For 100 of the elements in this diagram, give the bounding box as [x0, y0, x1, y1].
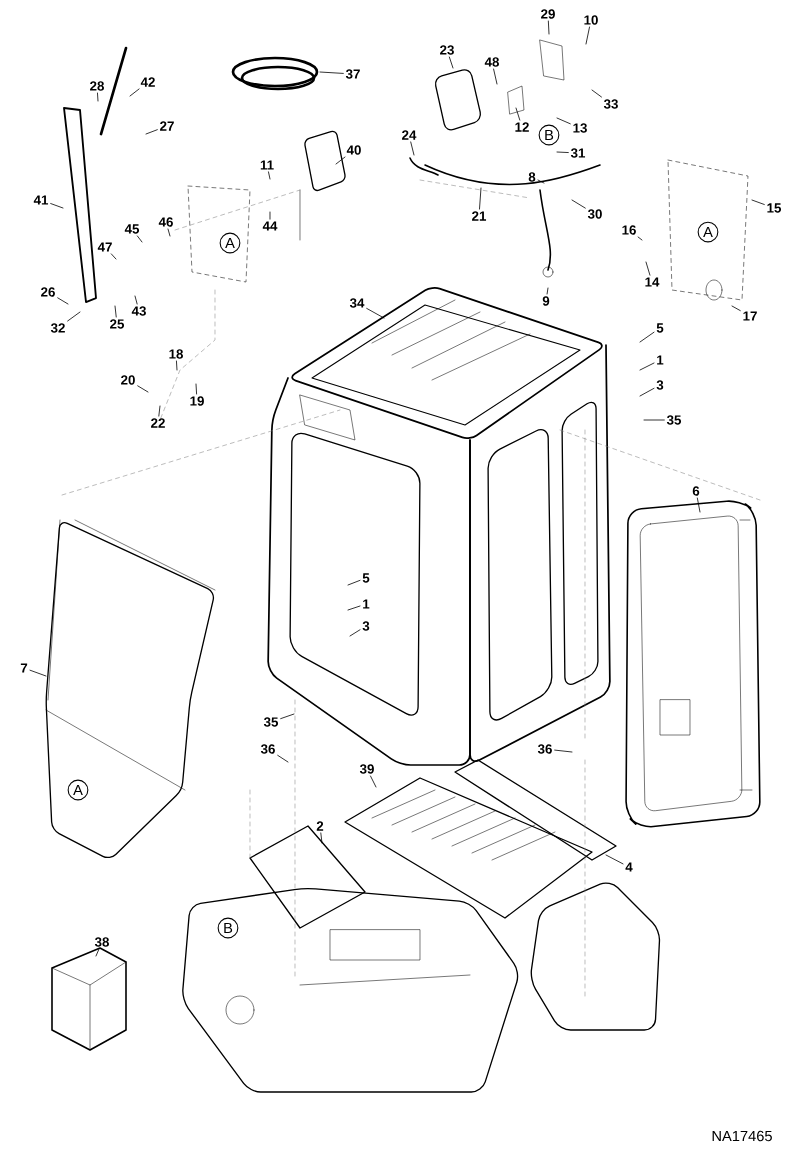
- callout-number: 17: [743, 311, 757, 321]
- circled-letter: A: [697, 221, 719, 243]
- callout-number: 44: [262, 221, 278, 231]
- leader-line: [696, 497, 701, 513]
- circled-letter: A: [67, 779, 89, 801]
- callout-number: 24: [402, 130, 417, 140]
- callout-number: 30: [587, 209, 602, 219]
- drawing-number: NA17465: [712, 1130, 772, 1142]
- callout-number: 23: [440, 45, 454, 55]
- callout-number: 35: [666, 415, 682, 425]
- leader-line: [114, 305, 117, 318]
- leader-line: [479, 187, 482, 210]
- leader-line: [50, 203, 64, 209]
- leader-line: [349, 629, 361, 637]
- callout-number: 14: [645, 277, 660, 287]
- leader-line: [167, 228, 171, 237]
- leader-line: [67, 311, 81, 322]
- leader-line: [134, 295, 138, 305]
- leader-line: [269, 211, 271, 220]
- callout-number: 28: [90, 81, 104, 91]
- leader-line: [97, 92, 99, 102]
- callout-number: 48: [484, 57, 499, 67]
- callout-number: 12: [515, 122, 529, 132]
- callout-number: 47: [97, 242, 112, 252]
- circled-letter: B: [217, 917, 239, 939]
- callout-number: 39: [359, 764, 374, 774]
- callout-number: 8: [528, 172, 536, 182]
- leader-line: [95, 948, 100, 957]
- callout-number: 41: [33, 195, 49, 205]
- leader-line: [319, 71, 344, 74]
- callout-number: 5: [362, 573, 370, 583]
- callout-number: 10: [584, 15, 598, 25]
- leader-line: [57, 297, 69, 305]
- leader-line: [556, 151, 569, 153]
- callout-number: 3: [362, 621, 370, 631]
- callout-number: 1: [363, 599, 370, 609]
- leader-line: [370, 775, 377, 788]
- callout-number: 43: [131, 306, 146, 316]
- leader-line: [110, 253, 117, 260]
- callout-number: 33: [603, 99, 618, 109]
- leader-line: [639, 362, 655, 371]
- callout-number: 40: [346, 145, 361, 155]
- leader-line: [145, 129, 158, 135]
- callout-number: 21: [472, 211, 487, 221]
- callout-number: 27: [160, 121, 174, 131]
- leader-line: [280, 713, 295, 720]
- leader-line: [176, 360, 178, 371]
- callout-number: 7: [20, 663, 28, 673]
- callout-number: 11: [260, 160, 274, 170]
- callout-number: 1: [657, 355, 664, 365]
- leader-line: [546, 287, 549, 295]
- callout-number: 5: [656, 323, 664, 333]
- callout-number: 6: [692, 486, 700, 496]
- leader-line: [137, 385, 149, 393]
- leader-line: [639, 387, 655, 397]
- callout-number: 42: [140, 77, 155, 87]
- leader-line: [643, 419, 665, 421]
- leader-line: [335, 156, 346, 165]
- leader-line: [347, 605, 361, 611]
- callout-number: 37: [345, 69, 360, 79]
- leader-line: [605, 854, 624, 865]
- leader-line: [448, 56, 454, 69]
- callout-number: 38: [94, 937, 109, 947]
- leader-line: [645, 261, 651, 276]
- leader-line: [29, 669, 47, 677]
- leader-line: [585, 26, 590, 45]
- callout-number: 4: [625, 862, 633, 872]
- leader-line: [515, 107, 521, 121]
- leader-line: [637, 236, 643, 241]
- leader-line: [195, 383, 197, 395]
- leader-line: [347, 579, 361, 586]
- leader-line: [268, 171, 271, 180]
- callout-number: 25: [110, 319, 125, 329]
- callout-number: 18: [169, 349, 183, 359]
- callout-number: 2: [316, 821, 324, 831]
- leader-line: [277, 754, 289, 763]
- callout-number: 20: [121, 375, 135, 385]
- callout-number: 36: [537, 744, 552, 754]
- callout-number: 35: [263, 717, 279, 727]
- leader-line: [547, 20, 550, 35]
- callout-number: 9: [542, 296, 550, 306]
- callout-number: 31: [570, 148, 586, 158]
- callout-number: 36: [260, 744, 275, 754]
- leader-line: [591, 89, 602, 98]
- circled-letter: B: [538, 124, 560, 146]
- leader-line: [731, 305, 741, 312]
- callout-number: 32: [50, 323, 65, 333]
- leader-line: [751, 199, 765, 205]
- leader-line: [554, 749, 573, 753]
- callout-number: 46: [158, 217, 173, 227]
- callout-number: 19: [190, 396, 204, 406]
- leader-line: [158, 405, 161, 417]
- circled-letter: A: [219, 232, 241, 254]
- callout-number: 45: [124, 224, 140, 234]
- leader-line: [410, 141, 415, 156]
- leader-line: [366, 308, 385, 319]
- callout-number: 26: [41, 287, 55, 297]
- leader-line: [136, 235, 143, 243]
- leader-line: [537, 179, 545, 184]
- callout-number: 29: [541, 9, 555, 19]
